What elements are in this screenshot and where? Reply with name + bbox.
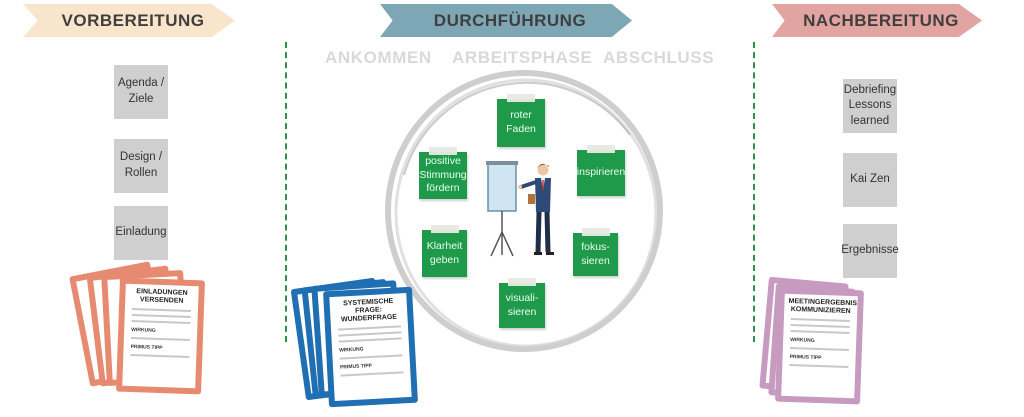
design-box: Design / Rollen (114, 139, 168, 193)
design-label: Design / Rollen (119, 151, 163, 179)
card-meetingergebnis-tipp: PRIMUS TIPP (789, 354, 822, 362)
note-roter-faden: roter Faden (497, 94, 545, 147)
phase-arbeitsphase: ARBEITSPHASE (452, 48, 593, 67)
kaizen-box: Kai Zen (843, 153, 897, 207)
sketch-circle (385, 70, 663, 352)
note-fokussieren-label: fokus- sieren (581, 240, 610, 267)
phase-abschluss: ABSCHLUSS (603, 48, 715, 67)
ergebnisse-label: Ergebnisse (841, 244, 899, 257)
nachbereitung-header: NACHBEREITUNG (772, 4, 982, 37)
kaizen-label: Kai Zen (850, 173, 890, 186)
note-inspirieren: inspirieren (576, 145, 626, 196)
card-einladungen-tipp: PRIMUS TIPP (130, 344, 163, 352)
einladung-label: Einladung (115, 226, 167, 239)
durchfuehrung-label: DURCHFÜHRUNG (433, 10, 587, 30)
note-positive-stimmung-label: positive Stimmung fördern (419, 155, 467, 195)
debriefing-label: Debriefing Lessons learned (843, 83, 897, 127)
card-systemische-title: SYSTEMISCHE FRAGE: WUNDERFRAGE (340, 297, 398, 324)
phase-ankommen: ANKOMMEN (325, 48, 432, 67)
nachbereitung-label: NACHBEREITUNG (803, 10, 959, 30)
card-meetingergebnis: MEETINGERGEBNIS KOMMUNIZIEREN WIRKUNG PR… (775, 287, 864, 405)
note-klarheit: Klarheit geben (422, 225, 467, 277)
einladung-box: Einladung (114, 206, 168, 260)
ergebnisse-box: Ergebnisse (841, 224, 899, 278)
presenter-illustration (486, 161, 554, 257)
card-meetingergebnis-title: MEETINGERGEBNIS KOMMUNIZIEREN (788, 297, 858, 316)
debriefing-box: Debriefing Lessons learned (843, 79, 897, 133)
note-positive-stimmung: positive Stimmung fördern (419, 147, 467, 199)
card-einladungen-wirkung: WIRKUNG (131, 327, 156, 334)
note-visualisieren: visuali- sieren (499, 278, 545, 328)
note-visualisieren-label: visuali- sieren (505, 291, 539, 318)
card-systemische-wirkung: WIRKUNG (338, 346, 364, 354)
card-meetingergebnis-wirkung: WIRKUNG (790, 337, 815, 344)
card-systemische-tipp: PRIMUS TIPP (339, 363, 373, 371)
card-einladungen-title: EINLADUNGEN VERSENDEN (136, 288, 188, 305)
durchfuehrung-header: DURCHFÜHRUNG (380, 4, 632, 37)
flipchart-icon (486, 161, 518, 257)
note-roter-faden-label: roter Faden (506, 109, 536, 135)
note-inspirieren-label: inspirieren (576, 166, 626, 179)
vorbereitung-label: VORBEREITUNG (61, 10, 205, 30)
vorbereitung-header: VORBEREITUNG (23, 4, 235, 37)
card-systemische: SYSTEMISCHE FRAGE: WUNDERFRAGE WIRKUNG P… (323, 286, 418, 408)
left-divider (285, 42, 287, 342)
note-fokussieren: fokus- sieren (573, 228, 618, 276)
note-klarheit-label: Klarheit geben (426, 239, 463, 266)
agenda-label: Agenda / Ziele (117, 77, 165, 105)
presenter-person-icon (518, 163, 554, 255)
card-einladungen: EINLADUNGEN VERSENDEN WIRKUNG PRIMUS TIP… (116, 277, 205, 395)
right-divider (753, 42, 755, 342)
agenda-box: Agenda / Ziele (114, 65, 168, 119)
